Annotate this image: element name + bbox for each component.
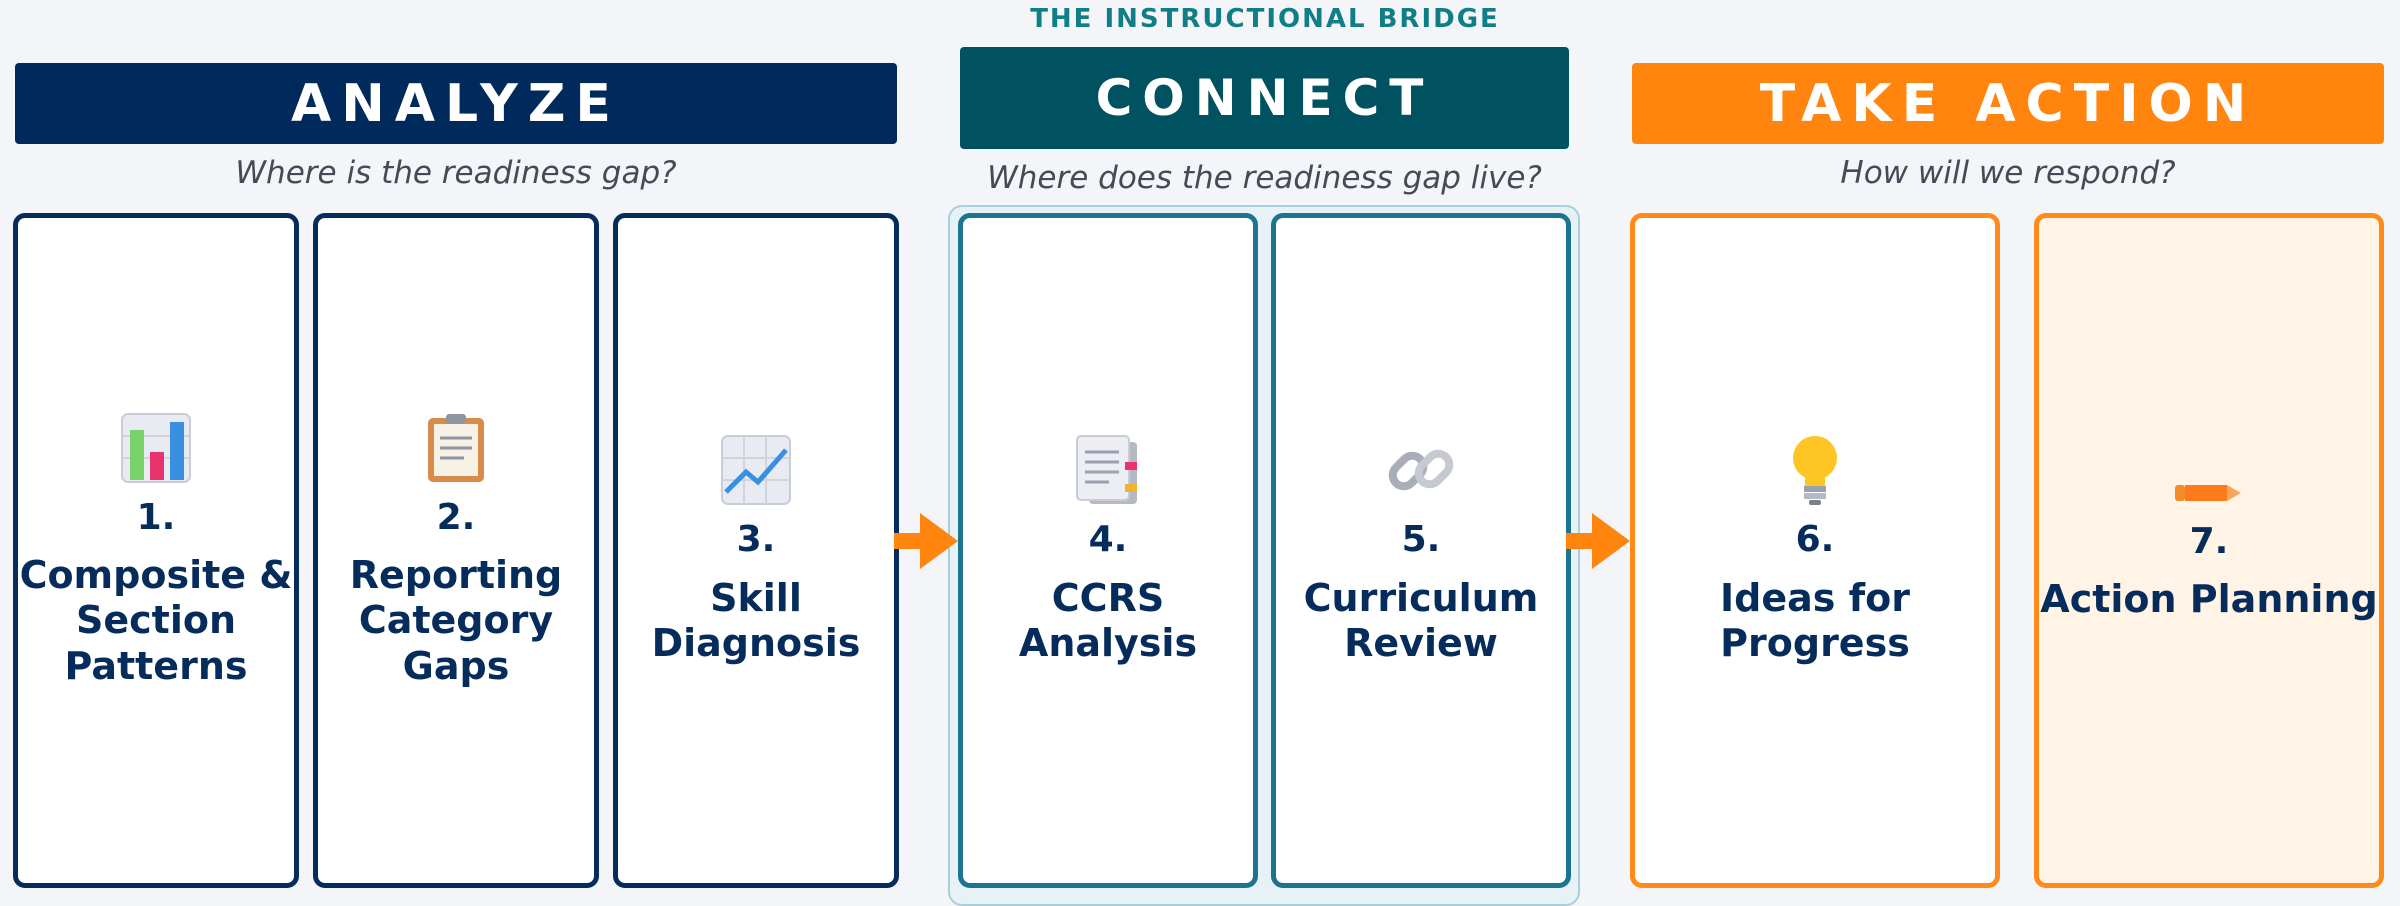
- link-icon: [1385, 434, 1457, 506]
- step-title: Skill Diagnosis: [651, 575, 861, 666]
- step-card-2: 2. Reporting Category Gaps: [313, 213, 599, 888]
- step-title: CCRS Analysis: [1018, 575, 1198, 666]
- step-card-4: 4. CCRS Analysis: [958, 213, 1258, 888]
- step-title: Curriculum Review: [1303, 575, 1539, 666]
- step-number: 1.: [136, 496, 176, 538]
- step-card-6: 6. Ideas for Progress: [1630, 213, 2000, 888]
- take-action-question: How will we respond?: [1840, 155, 2176, 191]
- step-number: 6.: [1795, 519, 1835, 561]
- step-title: Ideas for Progress: [1720, 575, 1910, 666]
- step-number: 3.: [736, 519, 776, 561]
- step-card-1: 1. Composite & Section Patterns: [13, 213, 299, 888]
- arrow-right-icon: [894, 511, 958, 575]
- take-action-banner: TAKE ACTION: [1632, 63, 2384, 144]
- analyze-question: Where is the readiness gap?: [235, 155, 677, 191]
- document-icon: [1075, 434, 1141, 506]
- connect-banner: CONNECT: [960, 47, 1569, 149]
- pencil-icon: [2173, 478, 2245, 508]
- lightbulb-icon: [1789, 434, 1841, 506]
- step-number: 7.: [2189, 521, 2229, 563]
- step-number: 2.: [436, 496, 476, 538]
- clipboard-icon: [426, 412, 486, 484]
- step-number: 4.: [1088, 519, 1128, 561]
- bridge-label: THE INSTRUCTIONAL BRIDGE: [1030, 4, 1500, 34]
- line-chart-icon: [720, 434, 792, 506]
- step-card-5: 5. Curriculum Review: [1271, 213, 1571, 888]
- step-number: 5.: [1401, 519, 1441, 561]
- arrow-right-icon: [1566, 511, 1630, 575]
- analyze-banner: ANALYZE: [15, 63, 897, 144]
- step-title: Composite & Section Patterns: [19, 552, 293, 688]
- connect-question: Where does the readiness gap live?: [987, 160, 1542, 196]
- step-card-3: 3. Skill Diagnosis: [613, 213, 899, 888]
- step-title: Reporting Category Gaps: [349, 552, 563, 688]
- step-card-7: 7. Action Planning: [2034, 213, 2384, 888]
- bar-chart-icon: [120, 412, 192, 484]
- step-title: Action Planning: [2040, 577, 2378, 622]
